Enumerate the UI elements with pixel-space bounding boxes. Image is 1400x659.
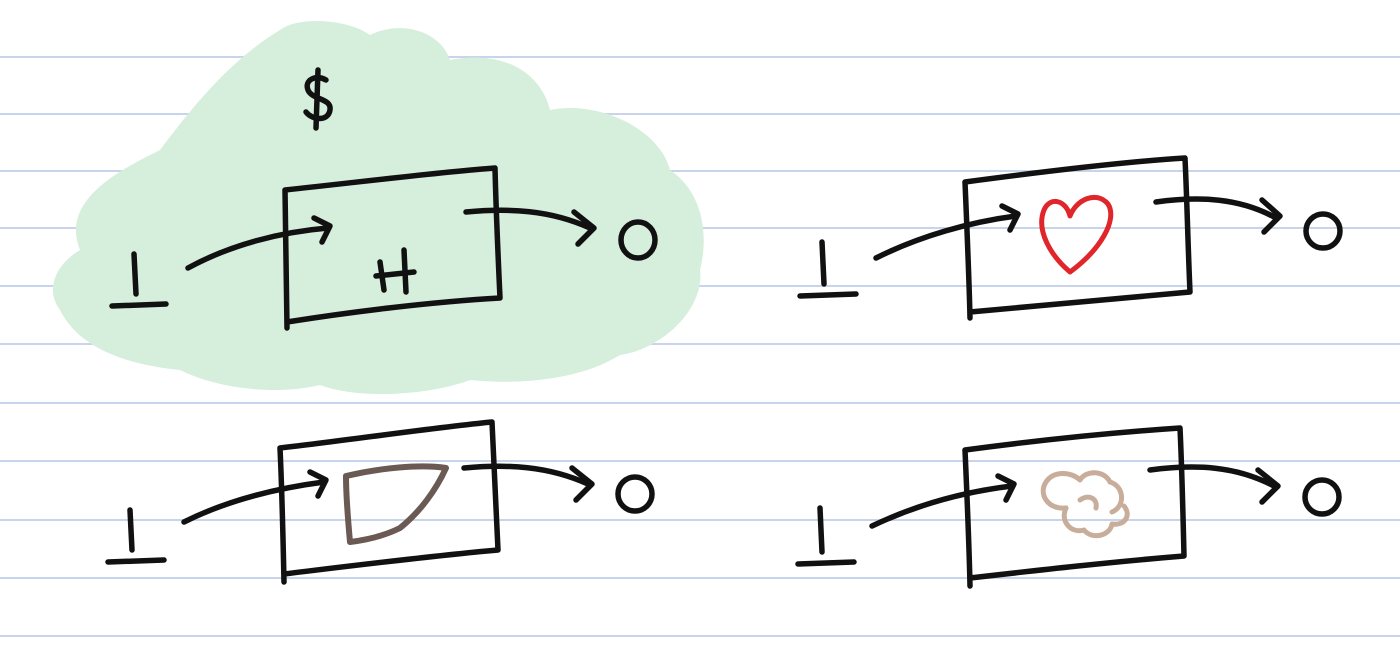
input-glyph [797,239,859,299]
input-arrowhead [307,469,329,499]
heart-icon [1039,194,1114,275]
input-arrowhead [311,215,333,245]
input-arrow [873,213,1019,261]
output-glyph [615,474,655,514]
brain-icon [1040,470,1130,539]
input-arrow [185,225,331,271]
input-arrowhead [999,203,1021,233]
output-arrow [461,463,591,487]
output-glyph [1303,211,1343,251]
system-box [962,155,1193,321]
irregular-shape-icon [343,463,449,545]
output-arrow [1147,464,1277,489]
diagram-4: I O [795,425,1342,589]
box-content-glyph [373,247,417,295]
output-arrowhead [1259,197,1283,235]
input-arrowhead [995,473,1017,503]
output-glyph [618,219,658,261]
system-box [282,165,503,331]
input-glyph [105,507,167,565]
output-arrowhead [569,465,595,503]
system-box [277,419,501,585]
diagram-1: S I H O [109,67,658,331]
output-arrow [463,207,593,231]
output-glyph [1302,477,1342,517]
diagram-2: I O [797,155,1343,321]
input-arrow [181,479,327,525]
output-arrow [1153,196,1279,221]
input-glyph [109,251,169,309]
input-glyph [795,505,857,567]
output-arrowhead [571,209,597,247]
input-arrow [869,483,1015,529]
output-arrowhead [1255,467,1281,505]
system-box [962,425,1187,589]
highlight-region [52,20,704,395]
context-label-glyph [303,67,333,131]
diagram-3: I O [105,419,655,585]
